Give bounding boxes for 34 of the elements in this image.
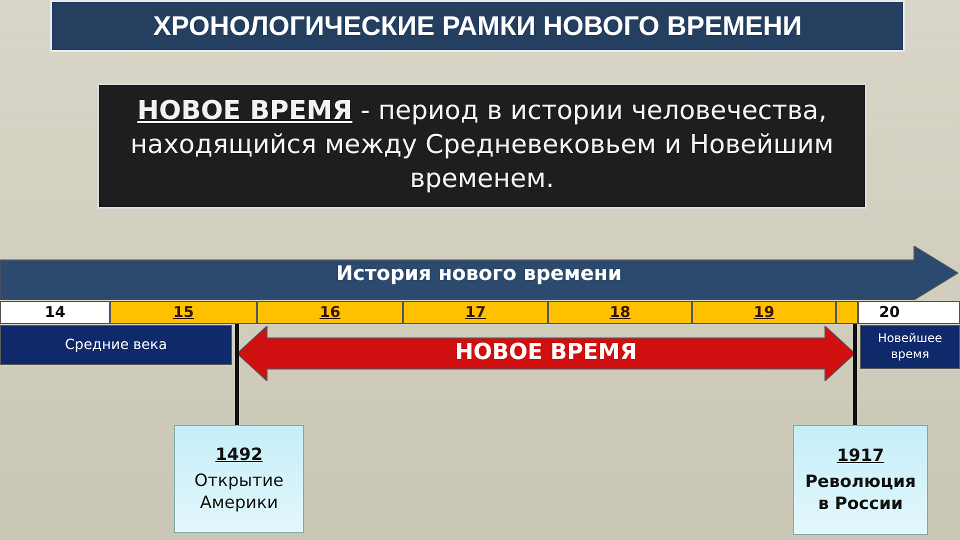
century-cell — [257, 301, 403, 324]
century-cell — [836, 301, 858, 324]
event-text: Открытие Америки — [193, 470, 285, 514]
arrow-label: НОВОЕ ВРЕМЯ — [454, 339, 638, 368]
century-number: 17 — [465, 302, 486, 322]
event-box — [174, 425, 304, 533]
century-number: 20 — [879, 302, 900, 322]
timeline-arrow — [0, 246, 958, 300]
century-cell — [110, 301, 257, 324]
century-cell — [0, 301, 110, 324]
century-cell — [858, 301, 960, 324]
period-box — [0, 325, 232, 365]
event-text: Революция в России — [804, 470, 917, 516]
period-label: Новейшее время — [876, 331, 944, 363]
leader-line — [235, 324, 239, 425]
century-cell — [403, 301, 548, 324]
definition-box — [97, 83, 867, 209]
century-cell — [548, 301, 692, 324]
century-number: 19 — [754, 302, 774, 322]
century-number: 16 — [320, 302, 340, 322]
century-number: 14 — [44, 302, 66, 322]
century-number: 18 — [610, 302, 630, 322]
title: ХРОНОЛОГИЧЕСКИЕ РАМКИ НОВОГО ВРЕМЕНИ — [50, 0, 905, 52]
definition-text: НОВОЕ ВРЕМЯ - период в истории человечества, находящийся между Средневековьем и Новейшим временем. — [129, 95, 835, 196]
event-year: 1917 — [836, 444, 886, 467]
period-label: Средние века — [64, 336, 168, 354]
event-box — [793, 425, 928, 535]
century-cell — [692, 301, 836, 324]
arrow-label: История нового времени — [336, 260, 622, 286]
period-box — [860, 325, 960, 369]
event-year: 1492 — [214, 444, 264, 466]
century-number: 15 — [173, 302, 194, 322]
leader-line — [853, 324, 857, 425]
double-arrow — [237, 326, 855, 381]
